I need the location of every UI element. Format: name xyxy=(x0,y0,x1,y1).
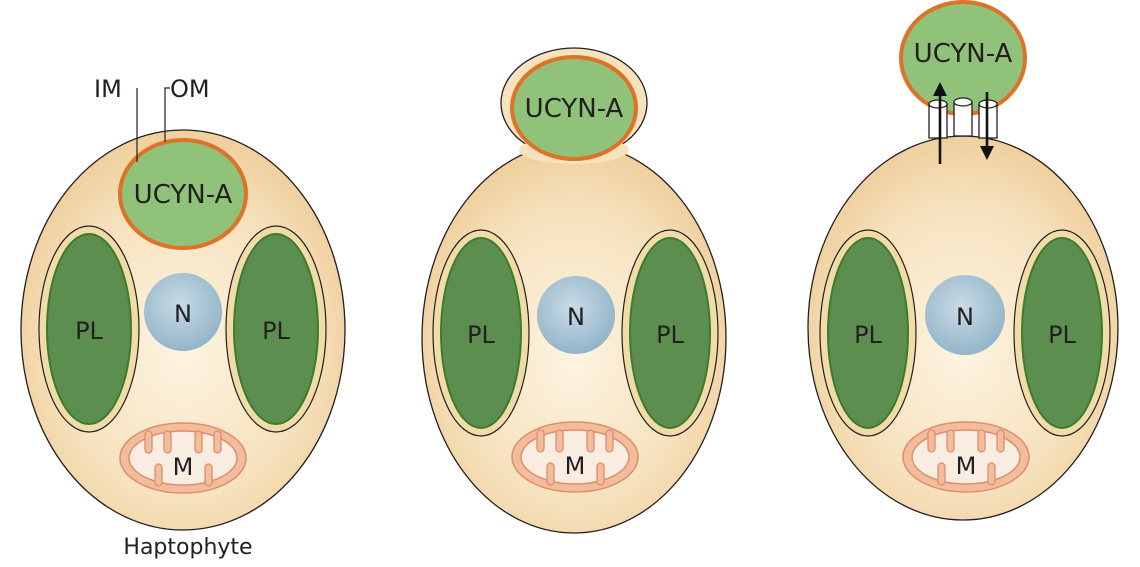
plastid-left xyxy=(827,237,909,429)
plastid-right xyxy=(233,233,319,425)
outer-membrane-leader xyxy=(164,87,170,142)
mitochondrion-label: M xyxy=(565,452,586,480)
ucyn-a-symbiont xyxy=(118,138,248,250)
nucleus xyxy=(925,275,1005,355)
plastid-left-label: PL xyxy=(75,317,103,345)
import-arrow-icon xyxy=(980,92,994,160)
haptophyte-caption: Haptophyte xyxy=(123,535,252,560)
ucyn-a-label: UCYN-A xyxy=(914,39,1013,69)
export-arrow-icon xyxy=(933,82,947,164)
nucleus-label: N xyxy=(956,303,974,331)
plastid-right-label: PL xyxy=(1048,321,1076,349)
plastid-right xyxy=(629,237,711,429)
mitochondrion xyxy=(119,422,247,494)
ucyn-a-label: UCYN-A xyxy=(134,180,233,210)
plastid-left xyxy=(46,233,132,425)
outer-membrane-label: OM xyxy=(170,75,210,103)
plastid-right xyxy=(1021,237,1103,429)
mitochondrion-label: M xyxy=(173,453,194,481)
plastid-right-label: PL xyxy=(262,317,290,345)
plastid-left-label: PL xyxy=(854,321,882,349)
nucleus xyxy=(537,276,615,354)
ucyn-a-symbiont xyxy=(510,55,638,161)
plastid-left-label: PL xyxy=(467,321,495,349)
nucleus xyxy=(144,273,222,351)
panel-2: UCYN-A PL PL N M xyxy=(421,47,727,534)
nucleus-label: N xyxy=(567,303,585,331)
ucyn-a-label: UCYN-A xyxy=(525,94,624,124)
plastid-left xyxy=(440,237,522,429)
plastid-right-label: PL xyxy=(656,321,684,349)
nucleus-label: N xyxy=(174,300,192,328)
mitochondrion-label: M xyxy=(956,452,977,480)
panel-1: UCYN-A PL PL N M IM OM Haptophyte xyxy=(20,75,346,560)
panel-3: UCYN-A PL PL N xyxy=(807,0,1119,521)
inner-membrane-label: IM xyxy=(94,75,122,103)
mitochondrion xyxy=(902,421,1030,493)
mitochondrion xyxy=(511,421,639,493)
